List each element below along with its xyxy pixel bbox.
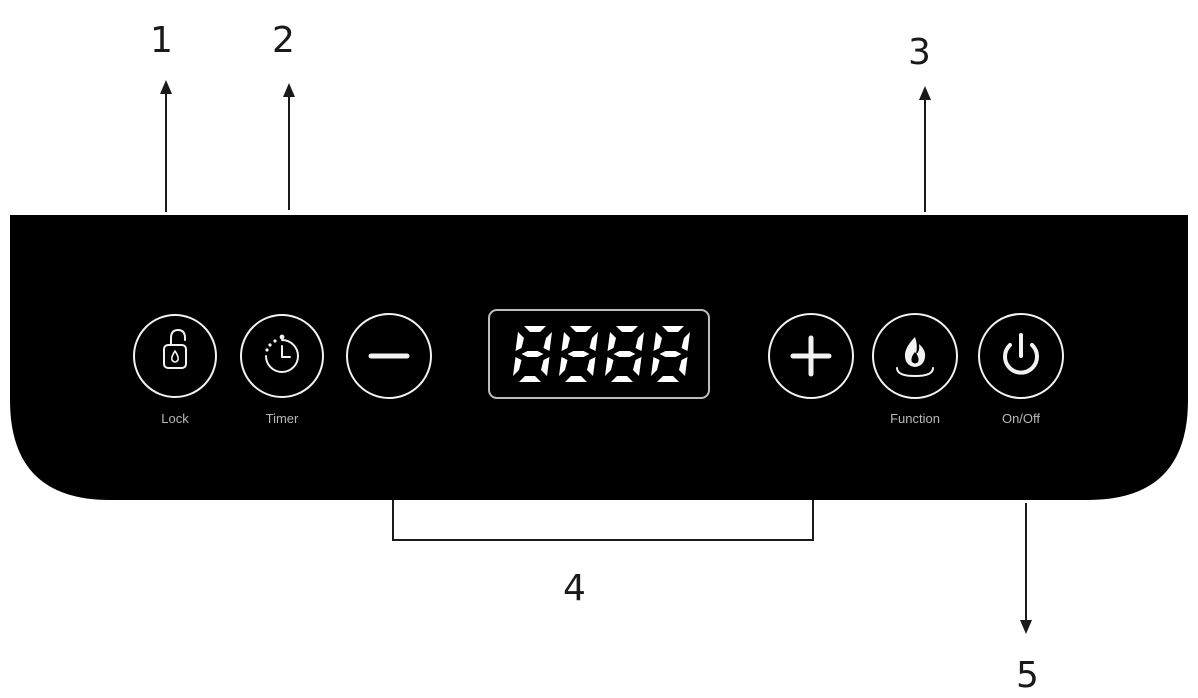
plus-button[interactable] (768, 313, 854, 399)
display-segment (651, 357, 660, 376)
digital-display: 8888 (0, 0, 710, 399)
power-button[interactable] (978, 313, 1064, 399)
display-segment (541, 357, 550, 376)
display-segment (589, 332, 598, 351)
display-segment (605, 357, 614, 376)
display-segment (653, 332, 662, 351)
display-segment (519, 376, 541, 382)
display-digit (559, 326, 598, 382)
display-segment (567, 351, 590, 357)
plus-icon (790, 335, 832, 377)
timer-label: Timer (266, 411, 299, 426)
callout-5: 5 (1016, 655, 1039, 696)
display-segment (616, 326, 638, 332)
power-icon (1003, 333, 1039, 375)
display-digit (651, 326, 690, 382)
callout-4: 4 (563, 568, 586, 609)
display-segment (515, 332, 524, 351)
display-segment (561, 332, 570, 351)
display-digits (513, 326, 690, 382)
display-segment (607, 332, 616, 351)
display-segment (587, 357, 596, 376)
callout-2-arrow (283, 83, 295, 97)
callout-4-bracket (392, 500, 814, 541)
display-segment (570, 326, 592, 332)
callout-2: 2 (272, 20, 295, 61)
display-segment (513, 357, 522, 376)
unlock-icon (163, 329, 187, 369)
display-digits-value: 8888 (0, 0, 3, 1)
display-segment (521, 351, 544, 357)
display-segment (635, 332, 644, 351)
callout-3-arrow (919, 86, 931, 100)
display-segment (681, 332, 690, 351)
display-segment (524, 326, 546, 332)
display-segment (679, 357, 688, 376)
callout-3: 3 (908, 32, 931, 73)
display-segment (559, 357, 568, 376)
power-label: On/Off (1002, 411, 1040, 426)
callout-1-arrow (160, 80, 172, 94)
timer-icon (265, 334, 299, 373)
function-label: Function (890, 411, 940, 426)
display-segment (657, 376, 679, 382)
display-digit (605, 326, 644, 382)
minus-button[interactable] (346, 313, 432, 399)
display-segment (543, 332, 552, 351)
callout-1: 1 (150, 20, 173, 61)
display-segment (613, 351, 636, 357)
flame-icon (896, 337, 934, 377)
display-segment (611, 376, 633, 382)
callout-5-arrow (1020, 620, 1032, 634)
display-segment (662, 326, 684, 332)
display-segment (633, 357, 642, 376)
lock-button[interactable] (133, 314, 217, 398)
display-segment (565, 376, 587, 382)
display-segment (659, 351, 682, 357)
timer-button[interactable] (240, 314, 324, 398)
display-digit (513, 326, 552, 382)
lock-label: Lock (161, 411, 189, 426)
function-button[interactable] (872, 313, 958, 399)
